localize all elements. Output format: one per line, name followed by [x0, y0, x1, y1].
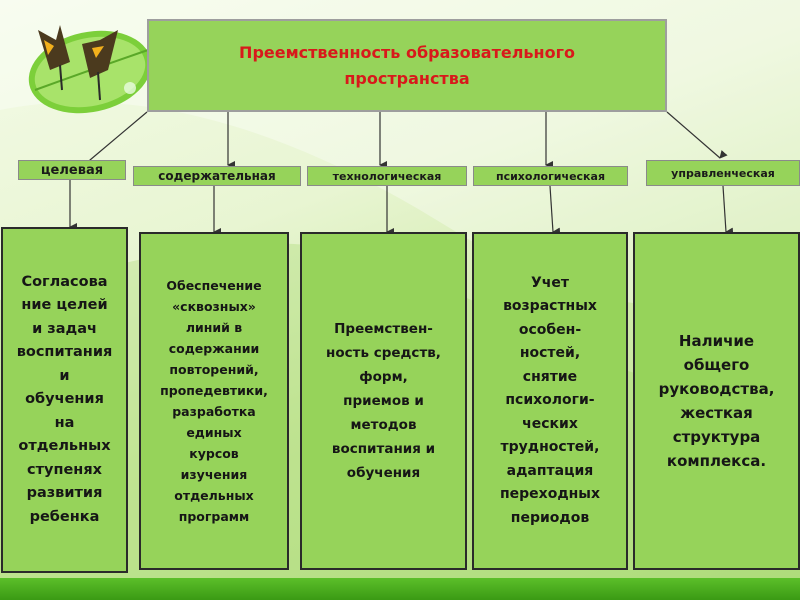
label-managerial: управленческая — [646, 160, 800, 186]
label-technological: технологическая — [307, 166, 467, 186]
box-target: Согласова ние целей и задач воспитания и… — [1, 227, 128, 573]
title-box: Преемственность образовательного простра… — [147, 19, 667, 112]
butterfly-on-leaf-icon — [28, 25, 150, 114]
label-target: целевая — [18, 160, 126, 180]
bottom-band — [0, 578, 800, 600]
box-technological: Преемствен- ность средств, форм, приемов… — [300, 232, 467, 570]
box-content: Обеспечение «сквозных» линий в содержани… — [139, 232, 289, 570]
title-line-1: Преемственность образовательного — [239, 42, 575, 62]
box-psychological: Учет возрастных особен- ностей, снятие п… — [472, 232, 628, 570]
label-content: содержательная — [133, 166, 301, 186]
box-managerial: Наличие общего руководства, жесткая стру… — [633, 232, 800, 570]
title-line-2: пространства — [344, 68, 470, 88]
label-psychological: психологическая — [473, 166, 628, 186]
